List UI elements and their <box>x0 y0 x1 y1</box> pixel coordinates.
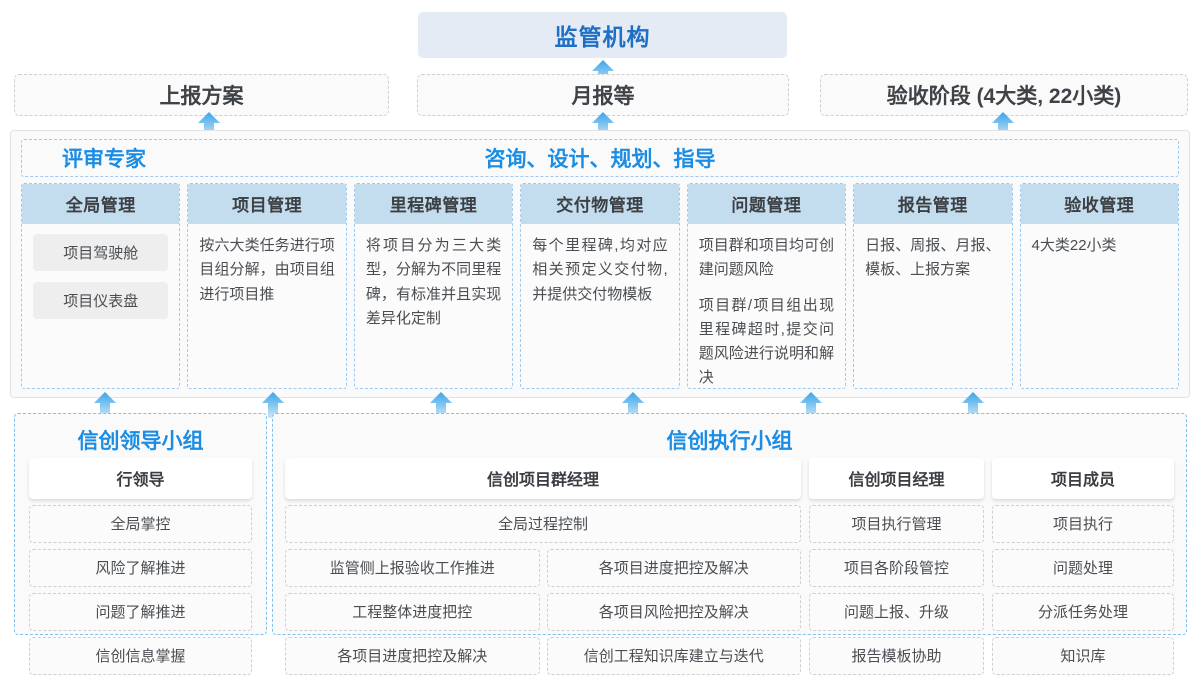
capability-column-issue[interactable]: 问题管理 项目群和项目均可创建问题风险 项目群/项目组出现里程碑超时,提交问题风… <box>686 183 847 389</box>
advisory-band: 评审专家 咨询、设计、规划、指导 <box>21 139 1179 177</box>
capability-panel: 评审专家 咨询、设计、规划、指导 全局管理 项目驾驶舱 项目仪表盘 项目管理 按… <box>10 130 1190 398</box>
column-header: 问题管理 <box>687 184 846 224</box>
submission-box-2: 验收阶段 (4大类, 22小类) <box>820 74 1188 116</box>
role-item[interactable]: 信创信息掌握 <box>29 637 252 675</box>
role-item[interactable]: 各项目进度把控及解决 <box>285 637 540 675</box>
column-header: 交付物管理 <box>521 184 679 224</box>
column-paragraph: 按六大类任务进行项目组分解，由项目组进行项目推 <box>199 237 335 303</box>
column-body: 项目群和项目均可创建问题风险 项目群/项目组出现里程碑超时,提交问题风险进行说明… <box>688 224 845 388</box>
submission-label-2: 验收阶段 (4大类, 22小类) <box>886 85 1122 108</box>
capability-column-report[interactable]: 报告管理 日报、周报、月报、模板、上报方案 <box>853 183 1013 389</box>
column-paragraph: 日报、周报、月报、模板、上报方案 <box>865 237 1001 279</box>
role-header[interactable]: 信创项目群经理 <box>285 458 801 499</box>
column-body: 4大类22小类 <box>1021 224 1178 388</box>
column-paragraph: 每个里程碑,均对应相关预定义交付物,并提供交付物模板 <box>532 237 668 303</box>
role-item[interactable]: 全局掌控 <box>29 505 252 543</box>
column-body: 每个里程碑,均对应相关预定义交付物,并提供交付物模板 <box>521 224 678 388</box>
leadership-group-panel: 信创领导小组 行领导 全局掌控 风险了解推进 问题了解推进 信创信息掌握 <box>14 413 267 675</box>
role-column-project-member: 项目成员 项目执行 问题处理 分派任务处理 知识库 <box>992 458 1174 675</box>
arrow-up-icon <box>800 392 822 418</box>
column-paragraph: 项目群和项目均可创建问题风险 <box>698 237 835 279</box>
role-item[interactable]: 项目各阶段管控 <box>809 549 984 587</box>
pill-item[interactable]: 项目仪表盘 <box>33 282 169 319</box>
arrow-up-icon <box>992 112 1014 138</box>
arrow-up-icon <box>592 112 614 138</box>
role-item[interactable]: 问题处理 <box>992 549 1174 587</box>
column-paragraph: 项目群/项目组出现里程碑超时,提交问题风险进行说明和解决 <box>698 296 835 387</box>
submission-label-0: 上报方案 <box>159 85 244 108</box>
role-item[interactable]: 报告模板协助 <box>809 637 984 675</box>
pill-item[interactable]: 项目驾驶舱 <box>33 234 169 271</box>
execution-group-title: 信创执行小组 <box>666 430 793 453</box>
role-item[interactable]: 项目执行 <box>992 505 1174 543</box>
role-item[interactable]: 全局过程控制 <box>285 505 801 543</box>
reviewer-expert-label: 评审专家 <box>62 148 146 171</box>
role-item[interactable]: 监管侧上报验收工作推进 <box>285 549 540 587</box>
submission-label-1: 月报等 <box>571 85 635 108</box>
role-column-bank-leader: 行领导 全局掌控 风险了解推进 问题了解推进 信创信息掌握 <box>29 458 252 675</box>
role-column-project-manager: 信创项目经理 项目执行管理 项目各阶段管控 问题上报、升级 报告模板协助 <box>809 458 984 675</box>
column-header: 验收管理 <box>1020 184 1178 224</box>
diagram-canvas: 监管机构 上报方案 月报等 验收阶段 (4大类, 22小类) 评审专家 咨询、设… <box>10 12 1190 675</box>
leadership-group-title: 信创领导小组 <box>77 430 204 453</box>
role-item[interactable]: 项目执行管理 <box>809 505 984 543</box>
role-header[interactable]: 行领导 <box>29 458 252 499</box>
capability-column-global[interactable]: 全局管理 项目驾驶舱 项目仪表盘 <box>21 183 181 389</box>
column-paragraph: 4大类22小类 <box>1031 237 1117 254</box>
column-header: 里程碑管理 <box>354 184 513 224</box>
arrow-up-icon <box>198 112 220 138</box>
role-header[interactable]: 项目成员 <box>992 458 1174 499</box>
role-item[interactable]: 问题了解推进 <box>29 593 252 631</box>
column-body: 将项目分为三大类型，分解为不同里程碑，有标准并且实现差异化定制 <box>355 224 512 388</box>
column-body: 项目驾驶舱 项目仪表盘 <box>22 224 179 388</box>
capability-column-acceptance[interactable]: 验收管理 4大类22小类 <box>1019 183 1179 389</box>
execution-group-panel: 信创执行小组 信创项目群经理 全局过程控制 监管侧上报验收工作推进 各项目进度把… <box>272 413 1187 675</box>
submission-box-1: 月报等 <box>417 74 789 116</box>
advisory-services-label: 咨询、设计、规划、指导 <box>484 148 716 171</box>
arrow-up-icon <box>430 392 452 418</box>
column-header: 全局管理 <box>22 184 180 224</box>
column-paragraph: 将项目分为三大类型，分解为不同里程碑，有标准并且实现差异化定制 <box>365 237 502 327</box>
role-item[interactable]: 信创工程知识库建立与迭代 <box>546 637 801 675</box>
role-item[interactable]: 工程整体进度把控 <box>285 593 540 631</box>
arrow-up-icon <box>962 392 984 418</box>
role-item[interactable]: 风险了解推进 <box>29 549 252 587</box>
role-item[interactable]: 知识库 <box>992 637 1174 675</box>
capability-column-project[interactable]: 项目管理 按六大类任务进行项目组分解，由项目组进行项目推 <box>187 183 347 389</box>
submission-box-0: 上报方案 <box>14 74 389 116</box>
role-column-program-manager: 信创项目群经理 全局过程控制 监管侧上报验收工作推进 各项目进度把控及解决 工程… <box>285 458 801 675</box>
role-item[interactable]: 问题上报、升级 <box>809 593 984 631</box>
role-item-row: 监管侧上报验收工作推进 各项目进度把控及解决 <box>285 549 801 587</box>
arrow-up-icon <box>94 392 116 418</box>
role-item[interactable]: 分派任务处理 <box>992 593 1174 631</box>
arrow-up-icon <box>262 392 284 418</box>
regulator-box: 监管机构 <box>418 12 787 58</box>
role-item-row: 各项目进度把控及解决 信创工程知识库建立与迭代 <box>285 637 801 675</box>
arrow-up-icon <box>592 60 614 86</box>
role-item[interactable]: 各项目进度把控及解决 <box>546 549 801 587</box>
role-item-row: 工程整体进度把控 各项目风险把控及解决 <box>285 593 801 631</box>
role-header[interactable]: 信创项目经理 <box>809 458 984 499</box>
capability-column-milestone[interactable]: 里程碑管理 将项目分为三大类型，分解为不同里程碑，有标准并且实现差异化定制 <box>353 183 514 389</box>
capability-columns: 全局管理 项目驾驶舱 项目仪表盘 项目管理 按六大类任务进行项目组分解，由项目组… <box>21 183 1179 389</box>
column-header: 报告管理 <box>854 184 1012 224</box>
column-body: 日报、周报、月报、模板、上报方案 <box>854 224 1011 388</box>
regulator-label: 监管机构 <box>554 24 651 50</box>
column-header: 项目管理 <box>188 184 346 224</box>
role-item[interactable]: 各项目风险把控及解决 <box>546 593 801 631</box>
column-body: 按六大类任务进行项目组分解，由项目组进行项目推 <box>188 224 345 388</box>
arrow-up-icon <box>622 392 644 418</box>
capability-column-deliverable[interactable]: 交付物管理 每个里程碑,均对应相关预定义交付物,并提供交付物模板 <box>520 183 680 389</box>
